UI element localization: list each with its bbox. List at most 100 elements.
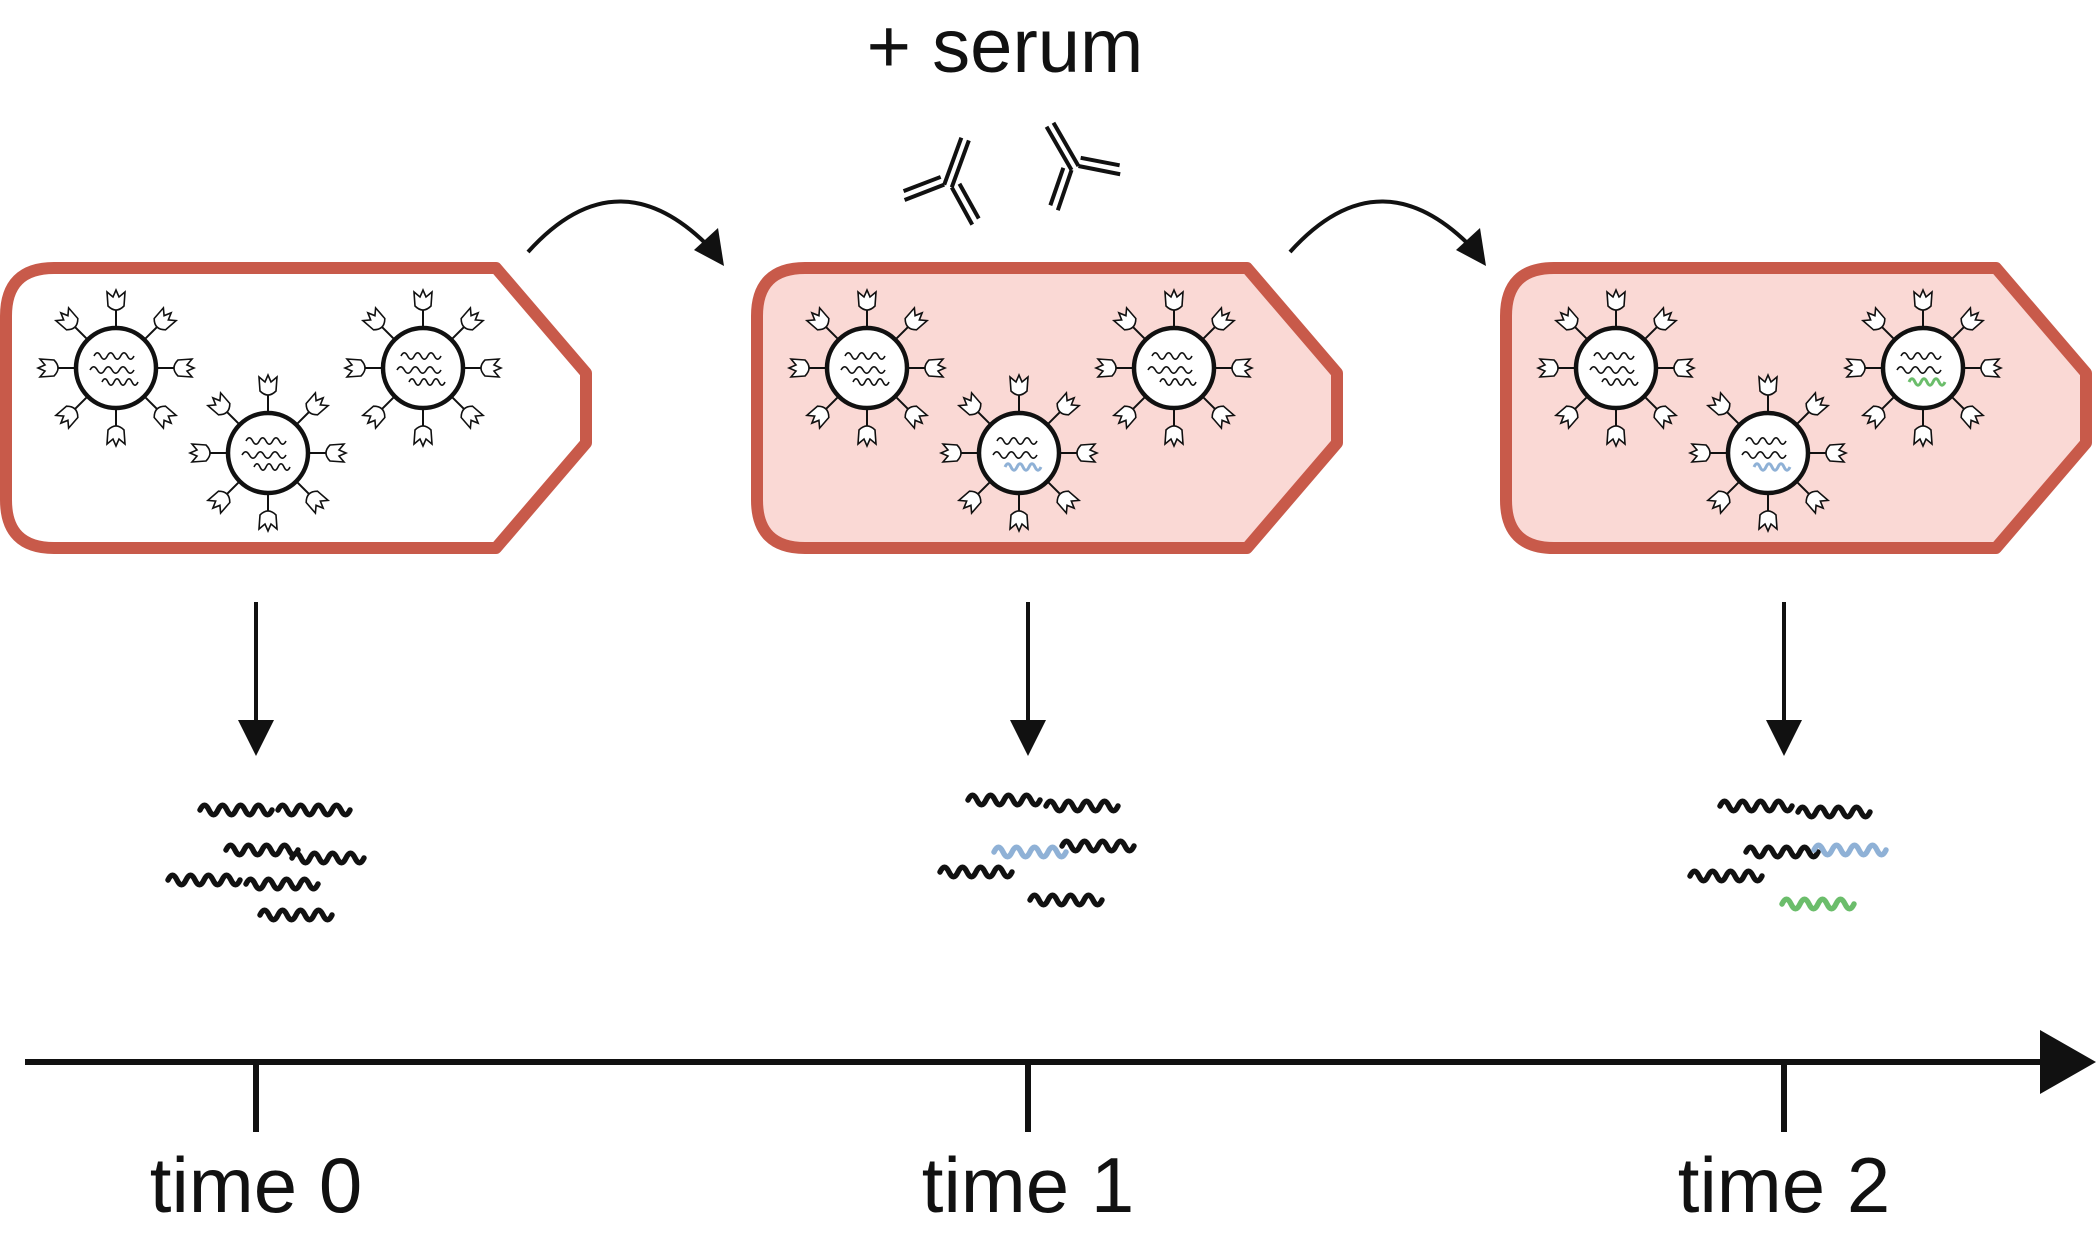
virus-icon [35, 287, 197, 449]
spike-head [325, 443, 349, 463]
genome-strand [400, 352, 442, 360]
genome-strand [1147, 366, 1193, 374]
spike-head [786, 358, 810, 378]
genome-strand-variant [1003, 462, 1043, 472]
spike-head [1673, 358, 1697, 378]
antibody-stem [942, 136, 964, 186]
capsid [1573, 325, 1659, 411]
rna-sequence-icon [965, 792, 1043, 808]
spike-head [1111, 405, 1137, 431]
genome-strand [396, 366, 442, 374]
flask-icon [1500, 262, 2092, 554]
spike-head [1913, 287, 1933, 311]
rna-sequence-icon [197, 802, 275, 818]
timeline: time 0 time 1 time 2 [25, 1030, 2096, 1229]
spike-shape [786, 358, 810, 378]
spike-head [1860, 305, 1886, 331]
spike-shape [1056, 490, 1082, 516]
spike-head [1553, 405, 1579, 431]
spike-head [1076, 443, 1100, 463]
capsid [1725, 410, 1811, 496]
spike-shape [1980, 358, 2004, 378]
spike-head [460, 405, 486, 431]
genome-strand [992, 451, 1038, 459]
spike-head [1606, 425, 1626, 449]
spike-shape [1231, 358, 1255, 378]
spike-shape [857, 425, 877, 449]
spike-head [305, 490, 331, 516]
spike-head [173, 358, 197, 378]
antibody-stem [949, 139, 971, 189]
spike-head [1535, 358, 1559, 378]
spike-head [413, 287, 433, 311]
spike-shape [1860, 405, 1886, 431]
spike-head [1758, 510, 1778, 534]
genome-strand [89, 366, 135, 374]
spike-head [1231, 358, 1255, 378]
spike-shape [205, 390, 231, 416]
spike-head [153, 405, 179, 431]
rna-sequence-icon [1743, 844, 1821, 860]
spike-shape [1211, 305, 1237, 331]
spike-head [1653, 405, 1679, 431]
spike-shape [1758, 372, 1778, 396]
spike-head [153, 305, 179, 331]
flask-icon [751, 262, 1343, 554]
spike-head [1980, 358, 2004, 378]
spike-head [804, 405, 830, 431]
genome-strand [93, 352, 135, 360]
genome-strand [1900, 352, 1942, 360]
spike-shape [258, 372, 278, 396]
spike-shape [1860, 305, 1886, 331]
spike-shape [258, 510, 278, 534]
spike-shape [205, 490, 231, 516]
antibody-arm [1078, 164, 1121, 177]
spike-head [305, 390, 331, 416]
antibody-arm [1048, 167, 1066, 206]
antibody-arm [902, 175, 942, 193]
spike-head [1211, 305, 1237, 331]
spike-head [1805, 390, 1831, 416]
genome-strand-variant [852, 378, 890, 386]
virus-icon [1842, 287, 2004, 449]
spike-head [1705, 490, 1731, 516]
spike-shape [413, 287, 433, 311]
spike-head [956, 490, 982, 516]
arrowhead-icon [238, 720, 274, 756]
virus-icon [1535, 287, 1697, 449]
virus-icon [342, 287, 504, 449]
flask-icon [0, 262, 592, 554]
arrowhead-icon [1010, 720, 1046, 756]
spike-head [360, 405, 386, 431]
spike-head [460, 305, 486, 331]
spike-head [106, 425, 126, 449]
arrowhead-icon [1456, 228, 1486, 266]
spike-head [205, 390, 231, 416]
spike-shape [904, 305, 930, 331]
spike-shape [460, 405, 486, 431]
antibody-arm [950, 186, 975, 226]
antibody-icon [902, 136, 981, 226]
spike-head [1009, 372, 1029, 396]
spike-head [1056, 490, 1082, 516]
time-1-label: time 1 [922, 1141, 1134, 1229]
genome-strand [1741, 451, 1787, 459]
spike-head [1164, 425, 1184, 449]
curved-arrow [526, 199, 718, 256]
rna-sequence-icon [937, 864, 1015, 880]
rna-sequence-icon [1717, 798, 1795, 814]
spike-shape [325, 443, 349, 463]
spike-head [1805, 490, 1831, 516]
spike-head [187, 443, 211, 463]
spike-head [1842, 358, 1866, 378]
spike-shape [1009, 510, 1029, 534]
genome-strand-variant [1601, 378, 1639, 386]
spike-shape [187, 443, 211, 463]
virus-icon [187, 372, 349, 534]
timeline-arrowhead-icon [2040, 1030, 2096, 1094]
spike-shape [1164, 287, 1184, 311]
spike-shape [1758, 510, 1778, 534]
rna-sequence-icon [1779, 896, 1857, 912]
genome-strand [844, 352, 886, 360]
capsid [824, 325, 910, 411]
